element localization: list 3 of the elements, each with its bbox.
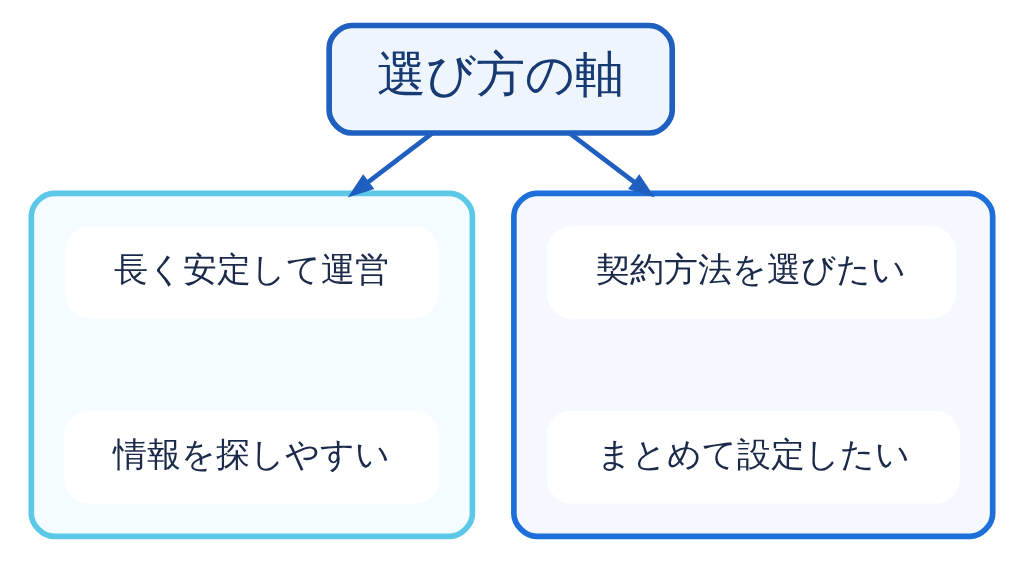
node-box: 選び方の軸 xyxy=(326,22,676,136)
cluster xyxy=(511,190,996,539)
cluster xyxy=(28,190,476,539)
